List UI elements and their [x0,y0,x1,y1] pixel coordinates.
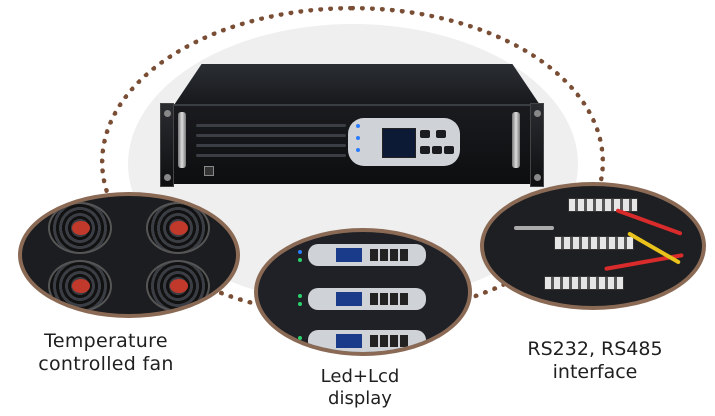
fan [146,260,210,312]
caption-line: interface [552,360,638,383]
fan [146,202,210,254]
interface-detail-photo [480,182,706,310]
display-panel [308,288,426,310]
rack-ear-right [530,103,544,187]
caption-line: Temperature [44,330,168,352]
terminal-block [568,198,638,212]
vent-slot [196,154,346,157]
caption-led-lcd-display: Led+Lcd display [290,366,430,409]
status-leds [356,124,360,160]
unit-top-cover [172,64,542,108]
fan [48,260,112,312]
caption-line: controlled fan [38,352,174,375]
caption-line: Led+Lcd [320,366,400,387]
handle-right [512,112,520,168]
display-panel [308,330,426,352]
terminal-block [554,236,634,250]
display-panel [308,244,426,266]
power-switch [204,166,214,176]
caption-rs232-rs485: RS232, RS485 interface [500,338,690,384]
caption-line: RS232, RS485 [527,338,663,360]
vent-slot [196,144,346,147]
fan-detail-photo [18,192,240,318]
vent-slot [196,134,346,137]
caption-line: display [328,387,392,409]
handle-left [178,112,186,168]
display-detail-photo [254,228,472,356]
control-buttons [420,128,456,158]
fan [48,202,112,254]
rack-ear-left [160,103,174,187]
caption-temperature-fan: Temperature controlled fan [6,330,206,376]
vent-slot [196,124,346,127]
lcd-screen [382,128,416,158]
terminal-block [544,276,624,290]
